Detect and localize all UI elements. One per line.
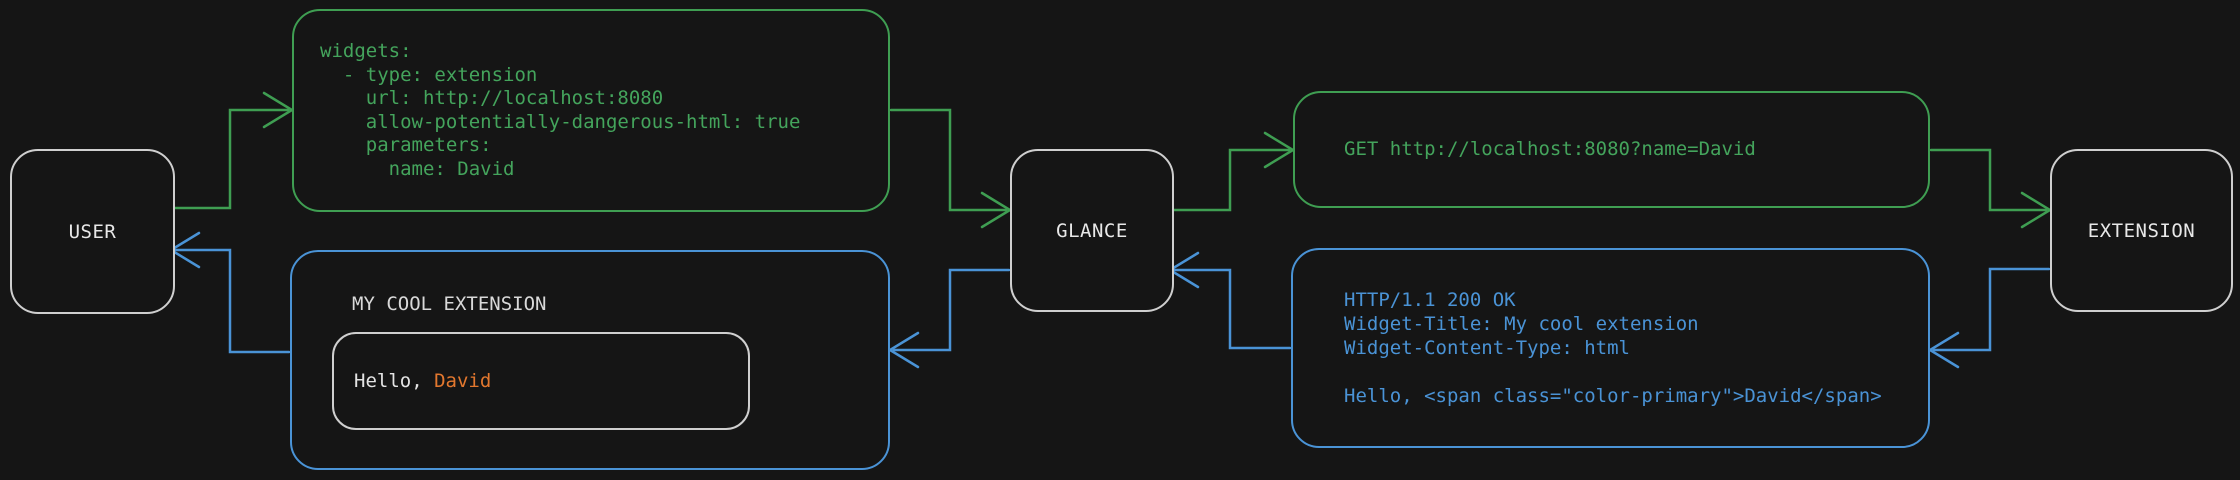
- arrowhead-widget-in: [887, 331, 920, 369]
- yaml-line: url: http://localhost:8080: [320, 87, 664, 109]
- extension-node: EXTENSION: [2050, 149, 2233, 312]
- widget-title: MY COOL EXTENSION: [352, 293, 547, 315]
- arrow-user-to-config: [170, 108, 290, 210]
- http-response-line: [1293, 360, 1928, 384]
- glance-node: GLANCE: [1010, 149, 1174, 312]
- yaml-config-box: widgets: - type: extension url: http://l…: [292, 9, 890, 212]
- arrow-config-to-glance: [889, 108, 1008, 212]
- arrow-response-to-glance: [1172, 268, 1292, 350]
- yaml-line: - type: extension: [320, 63, 538, 86]
- arrow-glance-to-request: [1169, 148, 1291, 212]
- http-request-box: GET http://localhost:8080?name=David: [1293, 91, 1930, 208]
- extension-node-label: EXTENSION: [2087, 219, 2196, 242]
- user-node-label: USER: [68, 220, 117, 243]
- glance-node-label: GLANCE: [1056, 219, 1128, 242]
- yaml-line: parameters:: [320, 134, 492, 156]
- http-response-line: HTTP/1.1 200 OK: [1344, 289, 1516, 311]
- arrow-request-to-extension: [1929, 148, 2048, 212]
- http-response-line: Hello, <span class="color-primary">David…: [1344, 385, 1882, 407]
- arrow-widget-to-user: [173, 248, 291, 354]
- widget-preview-box: MY COOL EXTENSION Hello, David: [290, 250, 890, 470]
- greeting-name: David: [434, 370, 492, 392]
- arrow-glance-to-widget: [892, 268, 1011, 352]
- user-node: USER: [10, 149, 175, 314]
- yaml-line: widgets:: [320, 40, 412, 62]
- arrowhead-response-in: [1927, 331, 1960, 369]
- arrow-extension-to-response: [1932, 267, 2051, 352]
- http-response-line: Widget-Content-Type: html: [1344, 337, 1630, 359]
- greeting-prefix: Hello,: [354, 370, 435, 392]
- http-response-line: Widget-Title: My cool extension: [1344, 313, 1699, 335]
- widget-greeting-box: Hello, David: [332, 332, 750, 430]
- http-request-line: GET http://localhost:8080?name=David: [1344, 137, 1756, 160]
- yaml-line: name: David: [320, 157, 515, 180]
- yaml-line: allow-potentially-dangerous-html: true: [320, 110, 801, 133]
- http-response-box: HTTP/1.1 200 OK Widget-Title: My cool ex…: [1291, 248, 1930, 448]
